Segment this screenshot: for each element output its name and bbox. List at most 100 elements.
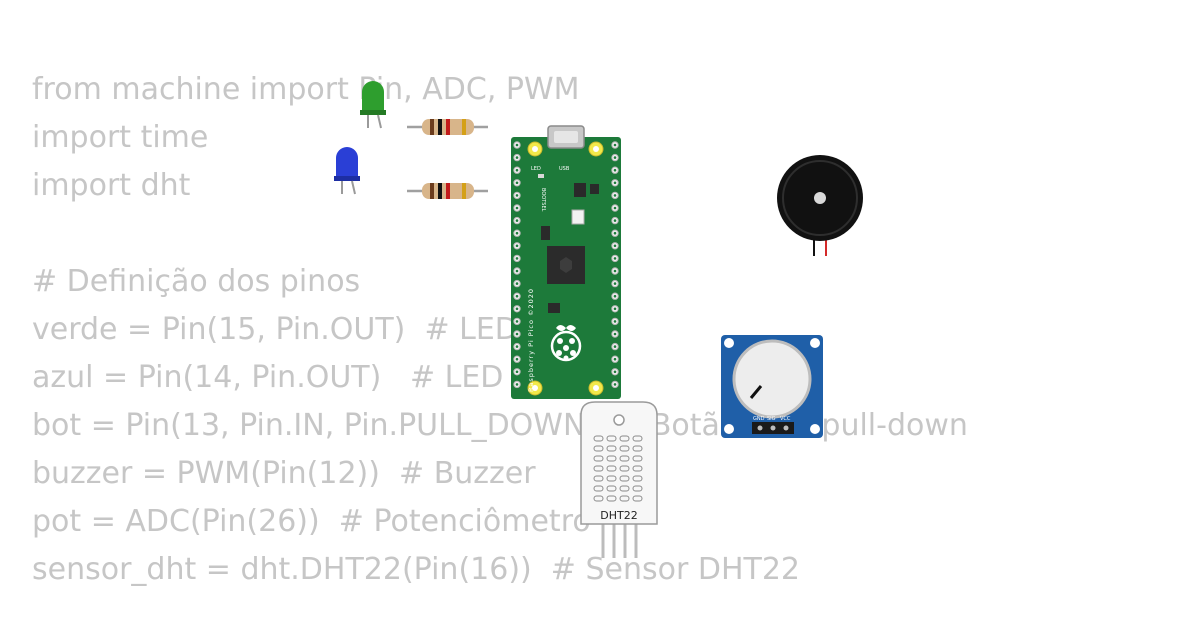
pico-pin-hole — [613, 357, 617, 361]
buzzer-ring — [782, 160, 858, 236]
green-led-rim — [360, 110, 386, 115]
rp2040-logo — [560, 257, 572, 273]
dht22-grille-slot — [606, 475, 617, 482]
pico-pin-hole — [613, 257, 617, 260]
resistor-1-band-3 — [446, 119, 450, 135]
dht22-body — [580, 401, 658, 525]
dht22-grille-slot — [632, 435, 643, 442]
green-led-body — [362, 81, 384, 112]
pico-pin-hole — [515, 206, 519, 210]
pico-pin-hole — [613, 383, 617, 386]
pico-pin-hole — [613, 156, 617, 159]
dht22-sensor[interactable]: DHT22 — [580, 401, 658, 558]
blue-led-leg-right — [351, 180, 356, 195]
dht22-grille-slot — [606, 485, 617, 492]
dht22-grille-slot — [632, 485, 643, 492]
pico-pin-hole — [613, 269, 617, 273]
pico-pin-hole — [515, 269, 519, 273]
pico-pin-hole — [515, 370, 519, 374]
pico-pin-hole — [613, 143, 617, 147]
pot-pin-gnd-label: GND — [753, 416, 765, 422]
pico-usb-label: USB — [559, 166, 570, 172]
mount-hole-bl-inner — [532, 385, 538, 391]
dht22-grille-slot — [632, 445, 643, 452]
pico-pin-hole — [515, 294, 519, 298]
bootsel-button[interactable] — [571, 209, 585, 225]
resistor-1-band-2 — [438, 119, 442, 135]
dht22-grille-slot — [593, 465, 604, 472]
pot-knob-indicator — [749, 385, 763, 399]
pot-hole-tr — [810, 338, 820, 348]
dht22-grille-slot — [593, 455, 604, 462]
pico-pin-hole — [515, 357, 519, 361]
green-led-leg-right — [377, 114, 382, 129]
pico-pin-hole — [613, 282, 617, 285]
pico-pin-hole — [613, 320, 617, 323]
pico-pin-hole — [515, 345, 519, 348]
raspberry-pi-pico[interactable]: LED USB BOOTSEL Raspberry Pi Pico ©2020 — [511, 125, 621, 399]
mount-hole-tl-inner — [532, 146, 538, 152]
resistor-1[interactable] — [407, 119, 488, 135]
pot-pin-3 — [783, 425, 789, 431]
mount-hole-br-inner — [593, 385, 599, 391]
raspberry-pi-logo — [550, 325, 582, 362]
dht22-grille-slot — [593, 435, 604, 442]
dht22-grille-slot — [606, 465, 617, 472]
crystal-chip — [541, 226, 550, 240]
pico-pin-hole — [613, 181, 617, 185]
green-led[interactable] — [360, 81, 386, 129]
buzzer-hole — [814, 192, 826, 204]
dht22-label: DHT22 — [600, 509, 637, 522]
pot-pin-2 — [770, 425, 776, 431]
pico-pin-hole — [515, 231, 519, 235]
pico-pin-hole — [515, 257, 519, 260]
dht22-grille-slot — [619, 485, 630, 492]
pot-hole-br — [810, 424, 820, 434]
pot-hole-tl — [724, 338, 734, 348]
usb-port — [554, 131, 578, 143]
code-line: from machine import Pin, ADC, PWM — [32, 72, 580, 107]
resistor-2[interactable] — [407, 183, 488, 199]
dht22-grille-slot — [593, 495, 604, 502]
pico-pin-hole — [515, 383, 519, 386]
code-line: sensor_dht = dht.DHT22(Pin(16)) # Sensor… — [32, 552, 801, 587]
dht22-grille-slot — [619, 465, 630, 472]
code-line: import dht — [32, 168, 191, 203]
resistor-2-band-1 — [430, 183, 434, 199]
pico-pin-hole — [515, 156, 519, 159]
dht22-grille-slot — [619, 475, 630, 482]
pico-pin-hole — [613, 206, 617, 210]
blue-led[interactable] — [334, 147, 360, 195]
pico-pin-hole — [515, 143, 519, 147]
pico-pin-hole — [515, 244, 519, 248]
pot-pin-vcc-label: VCC — [780, 416, 791, 422]
small-chip — [590, 184, 599, 194]
pico-pin-hole — [515, 282, 519, 285]
blue-led-body — [336, 147, 358, 178]
pico-pin-hole — [515, 219, 519, 222]
resistor-2-band-3 — [446, 183, 450, 199]
pico-pin-hole — [515, 168, 519, 172]
potentiometer[interactable]: GND SIG VCC — [721, 335, 823, 438]
pico-pin-hole — [515, 320, 519, 323]
pot-knob[interactable] — [732, 339, 812, 419]
pico-pin-hole — [515, 307, 519, 311]
pico-board-label: Raspberry Pi Pico ©2020 — [527, 288, 535, 392]
pico-pin-hole — [613, 194, 617, 197]
mount-hole-tr-inner — [593, 146, 599, 152]
resistor-2-band-4 — [462, 183, 466, 199]
code-line: bot = Pin(13, Pin.IN, Pin.PULL_DOWN) # B… — [32, 408, 968, 443]
dht22-grille — [593, 435, 643, 502]
flash-chip — [548, 303, 560, 313]
dht22-grille-slot — [619, 435, 630, 442]
pico-pin-hole — [613, 307, 617, 311]
code-line: import time — [32, 120, 209, 155]
pot-pin-sig-label: SIG — [767, 416, 776, 422]
dht22-grille-slot — [619, 445, 630, 452]
pico-pin-hole — [613, 332, 617, 336]
buzzer[interactable] — [777, 155, 863, 256]
pico-pin-hole — [613, 370, 617, 374]
pico-pin-hole — [613, 219, 617, 222]
dht22-mount-hole — [613, 414, 625, 426]
